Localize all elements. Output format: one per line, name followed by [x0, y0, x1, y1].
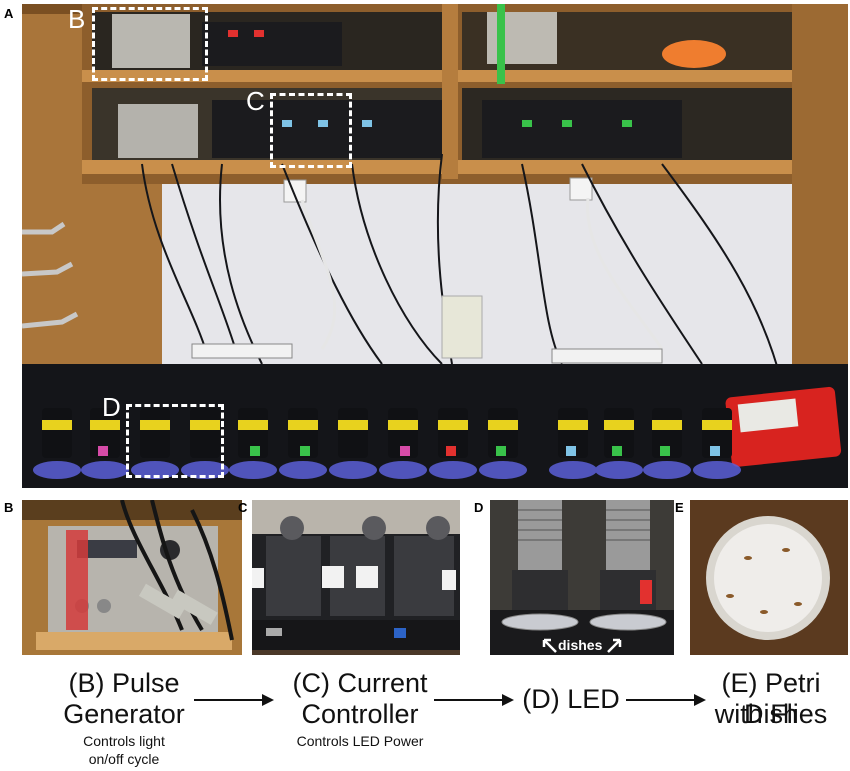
step-c-sub-line1: Controls LED Power [296, 733, 424, 749]
photo-panel-c-current-controller [252, 500, 460, 655]
step-d-title: (D) LED [522, 684, 620, 714]
dishes-arrow-left-icon [542, 638, 557, 653]
step-c-title-line1: (C) Current [292, 668, 428, 698]
step-b-title-line2: Generator [63, 699, 185, 729]
dishes-arrow-right-icon [607, 638, 622, 653]
callout-label-b: B [68, 4, 86, 34]
lab-bench-photo [22, 4, 848, 488]
callout-label-d: D [102, 392, 121, 422]
step-b-sub-line1: Controls light [83, 733, 165, 749]
panel-letter-c: C [238, 500, 248, 515]
panel-letter-e: E [675, 500, 684, 515]
panel-letter-d: D [474, 500, 484, 515]
photo-panel-a-lab-bench [22, 4, 848, 488]
step-e-title-line2: with Flies [714, 699, 828, 729]
pulse-generator-photo [22, 500, 242, 655]
step-b-title-line1: (B) Pulse [68, 668, 180, 698]
led-photo [490, 500, 674, 655]
photo-panel-b-pulse-generator [22, 500, 242, 655]
step-c-title-line2: Controller [301, 699, 419, 729]
photo-panel-e-petri-dish [690, 500, 848, 655]
current-controller-photo [252, 500, 460, 655]
callout-box-b [92, 7, 208, 81]
panel-letter-b: B [4, 500, 14, 515]
callout-box-c [270, 93, 352, 168]
flow-arrow-3-icon [626, 694, 706, 706]
dishes-label: dishes [558, 637, 603, 653]
led-emitter-row [33, 408, 741, 479]
flow-arrow-2-icon [434, 694, 514, 706]
photo-panel-d-led [490, 500, 674, 655]
step-e-title-line1: (E) Petri Dish [721, 668, 821, 729]
petri-dish-photo [690, 500, 848, 655]
step-b-sub-line2: on/off cycle [88, 751, 160, 767]
callout-label-c: C [246, 86, 265, 116]
callout-box-d [126, 404, 224, 478]
panel-letter-a: A [4, 6, 14, 21]
flow-arrow-1-icon [194, 694, 274, 706]
